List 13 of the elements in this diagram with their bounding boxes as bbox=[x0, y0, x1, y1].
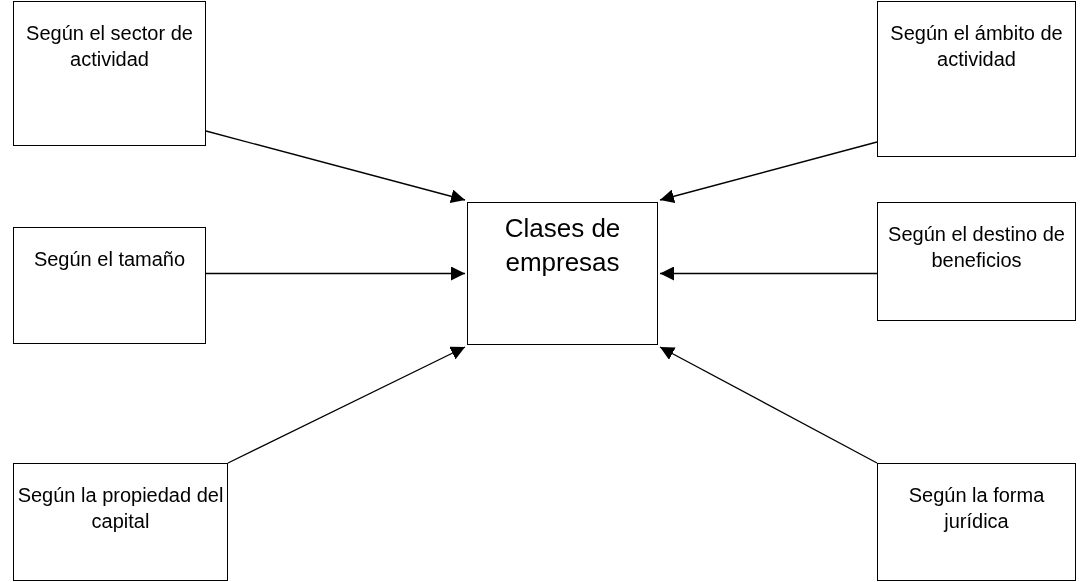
text-box: Según el ámbito de actividad bbox=[877, 1, 1076, 157]
text-box: Según el destino de beneficios bbox=[877, 202, 1076, 321]
arrow bbox=[659, 141, 878, 204]
arrow bbox=[227, 346, 466, 464]
arrow bbox=[659, 346, 878, 464]
text-box: Según la propiedad del capital bbox=[13, 463, 228, 581]
arrow bbox=[205, 130, 466, 204]
text-box: Según el tamaño bbox=[13, 227, 206, 344]
text-box: Clases de empresas bbox=[467, 202, 658, 345]
text-box: Según la forma jurídica bbox=[877, 463, 1076, 581]
text-box: Según el sector de actividad bbox=[13, 1, 206, 146]
arrow bbox=[659, 266, 878, 281]
arrow bbox=[205, 266, 466, 281]
